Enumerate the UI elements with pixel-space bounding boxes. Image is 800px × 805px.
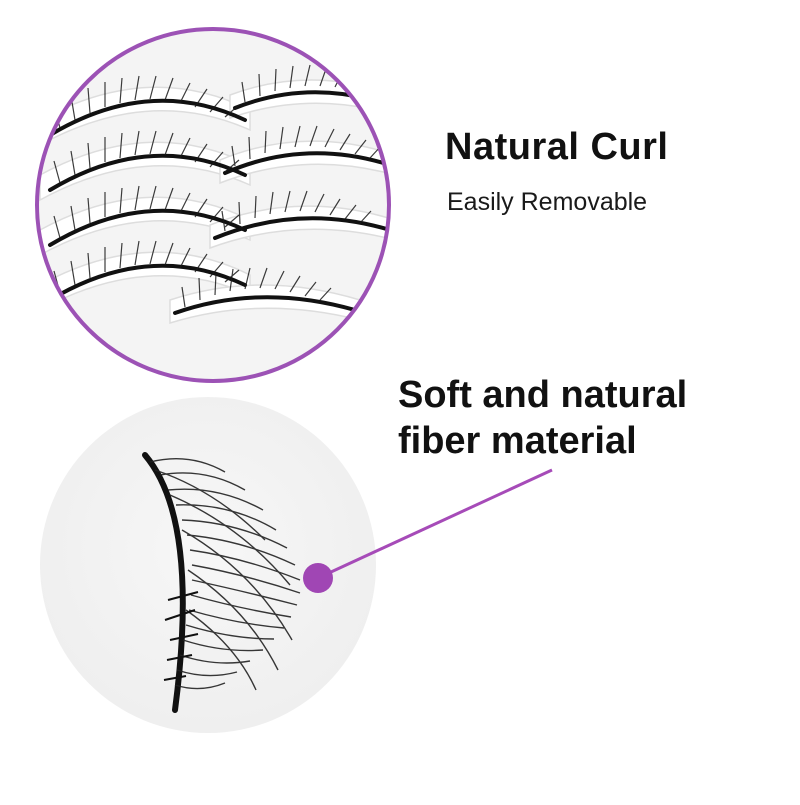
top-circle-ring	[35, 27, 391, 383]
callout-dot	[303, 563, 333, 593]
callout-line-1: Soft and natural	[398, 374, 688, 416]
material-callout: Soft and natural fiber material	[398, 372, 687, 464]
feature-title: Natural Curl	[445, 126, 669, 168]
single-lash-closeup	[40, 397, 376, 733]
callout-line	[317, 468, 553, 580]
feature-subtitle: Easily Removable	[447, 188, 648, 216]
callout-pointer	[303, 468, 553, 593]
lash-tray-photo	[35, 27, 391, 383]
callout-line-2: fiber material	[398, 420, 637, 462]
